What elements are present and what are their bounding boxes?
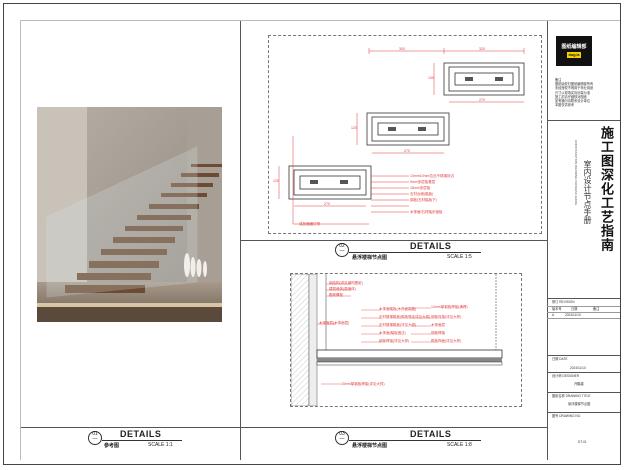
notes-head: 备注	[555, 78, 562, 82]
tb-line	[547, 412, 620, 413]
label-02-6: 成品暗藏灯带	[299, 222, 320, 226]
label-03-r3: 木饰面层	[431, 323, 445, 327]
view-name-03: 悬浮楼梯节点图	[352, 443, 388, 449]
tb-line	[547, 306, 620, 307]
rev-row-2: 2024/11/10	[565, 313, 581, 317]
designer-label: 设计师 DESIGNER	[552, 374, 580, 378]
view-bubble-03: 03—	[335, 431, 349, 445]
note-line: 尺寸以现场实际测量为准	[555, 90, 591, 95]
designer-value: 许鹏越	[574, 382, 584, 386]
label-03-r4: 钢板焊接	[431, 331, 445, 335]
dim-left-2: 120	[351, 126, 357, 130]
label-02-4: 石材台面(踏板)	[410, 192, 434, 196]
view-scale-03: SCALE 1:8	[447, 442, 472, 448]
view-title-02: DETAILS	[410, 241, 452, 251]
view-name-02: 悬浮楼梯节点图	[352, 255, 388, 261]
drawing-frame	[3, 3, 621, 465]
label-03-l7: 石材楼梯踏板(详见大样)	[379, 323, 417, 327]
note-line: 图纸版权归图纸编辑部所有	[555, 82, 594, 87]
label-03-l8: 木饰面(踏板做法)	[379, 331, 406, 335]
label-03-l5: 木饰面踏板(木饰面踏板)	[379, 307, 417, 311]
rev-col-3: 备注	[593, 307, 600, 311]
tb-line	[547, 392, 620, 393]
label-02-7: 木饰面/石材踏步面板	[410, 210, 443, 214]
divider-horizontal	[240, 240, 547, 241]
label-02-5: 钢板(石材踏板下)	[410, 198, 437, 202]
view-name-01: 参考图	[104, 443, 120, 449]
rev-col-2: 日期	[571, 307, 578, 311]
drawing-no-label: 图号 DRAWING NO.	[552, 414, 582, 418]
drawing-title-label: 图纸名称 DRAWING TITLE	[552, 394, 591, 398]
tb-line	[547, 372, 620, 373]
sub-title: 室内设计节点手册	[583, 160, 592, 224]
notes-block: 备注 图纸版权归图纸编辑部所有 未经授权不得用于商业用途 尺寸以现场实际测量为准…	[555, 78, 617, 107]
tb-line	[547, 120, 620, 121]
main-title: 施工图深化工艺指南	[598, 126, 613, 252]
dim-left-1: 100	[428, 76, 434, 80]
label-03-r1: 12mm厚钢板焊接(满焊)	[431, 305, 468, 309]
note-line: 本图仅供参考	[555, 103, 575, 108]
reference-photo	[37, 107, 222, 322]
tb-line	[547, 318, 620, 319]
label-03-l2: 建筑墙体(原墙体)	[329, 287, 356, 291]
drawing-03-area: 钢结构(详见钢构图纸) 建筑墙体(原墙体) 膨胀螺栓 木饰面层(木饰面层) 木饰…	[290, 273, 522, 407]
top-line	[20, 20, 620, 21]
drawing-title-value: 悬浮楼梯节点图	[568, 402, 591, 406]
dim-bottom-1: 270	[479, 98, 485, 102]
tb-line	[547, 298, 620, 299]
label-03-l3: 膨胀螺栓	[329, 293, 343, 297]
label-02-3: 18mm多层板	[410, 186, 431, 190]
label-03-r5: 踏板饰面(详见大样)	[431, 339, 462, 343]
label-03-l6: 石材楼梯踏板(踏板做法详见大样)	[379, 315, 431, 319]
note-line: 如有疑问请联系设计单位	[555, 99, 591, 104]
label-03-l4: 木饰面层(木饰面层)	[319, 321, 350, 325]
titleblock-divider	[547, 20, 548, 460]
tb-line	[547, 355, 620, 356]
note-line: 未经授权不得用于商业用途	[555, 86, 594, 91]
view-bubble-02: 02—	[335, 243, 349, 257]
logo-text: 图纸编辑部	[561, 44, 587, 50]
note-line: 施工前请仔细核对图纸	[555, 94, 587, 99]
logo-box: 图纸编辑部 dwg.la	[556, 36, 592, 66]
bottom-line	[20, 427, 547, 428]
tb-line	[547, 312, 620, 313]
label-03-l10: 15mm厚钢板焊接(详见大样)	[341, 382, 385, 386]
date-label: 日期 DATE	[552, 357, 568, 361]
dim-bottom-2: 270	[404, 149, 410, 153]
drawing-02-area: 300 320 270 270 270 100 120 120 10mm10mm…	[268, 35, 542, 234]
date-value: 2024/11/10	[570, 366, 586, 370]
view-title-03: DETAILS	[410, 429, 452, 439]
rev-header: 修订 REVISION	[552, 300, 575, 304]
view-underline-01	[102, 440, 182, 441]
view-bubble-01: 01—	[88, 431, 102, 445]
label-03-l1: 钢结构(详见钢构图纸)	[329, 281, 363, 285]
dim-top-1: 300	[399, 47, 405, 51]
rev-col-1: 版本号	[552, 307, 562, 311]
view-underline-02	[349, 252, 481, 253]
dim-bottom-3: 270	[324, 202, 330, 206]
dim-top-2: 320	[479, 47, 485, 51]
logo-badge: dwg.la	[567, 52, 581, 58]
view-scale-01: SCALE 1:1	[148, 442, 173, 448]
drawing-no-value: DT-01	[578, 440, 587, 444]
en-title: CONSTRUCTION DRAWING PROCESS GUIDE	[574, 140, 578, 206]
label-03-r2: 钢板连接(详见大样)	[431, 315, 462, 319]
view-underline-03	[349, 440, 481, 441]
rev-row-1: A	[552, 313, 555, 317]
left-line	[20, 20, 21, 460]
label-03-l9: 钢板焊接(详见大样)	[379, 339, 410, 343]
label-02-1: 10mm10mm拉丝不锈钢封边	[410, 174, 454, 178]
label-02-2: 9mm多层板基层	[410, 180, 436, 184]
view-title-01: DETAILS	[120, 429, 162, 439]
view-scale-02: SCALE 1:5	[447, 254, 472, 260]
dim-left-3: 120	[273, 179, 279, 183]
